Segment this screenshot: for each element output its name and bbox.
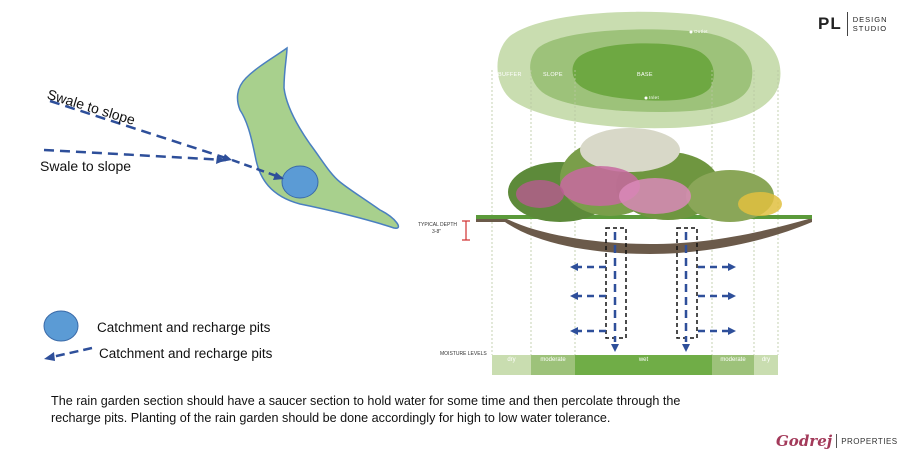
brand-name: PROPERTIES [841, 436, 898, 446]
moisture-dry-left: dry [492, 355, 531, 375]
site-land-shape [236, 46, 400, 229]
swale-arrow-to-pit [231, 158, 283, 180]
zone-label-base: BASE [637, 72, 653, 78]
moisture-wet: wet [575, 355, 712, 375]
swale-label-lower: Swale to slope [40, 158, 132, 174]
rain-garden-diagram [462, 11, 812, 355]
brand-divider [836, 434, 838, 448]
legend-arrow-icon [51, 346, 93, 359]
pit-circle [281, 165, 319, 199]
soil-section [476, 218, 812, 254]
site-sketch [43, 46, 400, 361]
moisture-moderate-left: moderate [531, 355, 575, 375]
logo-mark: PL [818, 14, 842, 33]
lateral-flow-right [698, 265, 728, 333]
outlet-label: Outlet [694, 29, 708, 34]
logo-wordmark: DESIGN STUDIO [852, 15, 888, 33]
base-zone [572, 43, 714, 101]
zone-label-buffer: BUFFER [498, 72, 522, 78]
moisture-dry-right: dry [754, 355, 778, 375]
moisture-moderate-right: moderate [712, 355, 754, 375]
godrej-properties-logo: Godrej PROPERTIES [776, 432, 898, 450]
legend-pit-icon [43, 310, 79, 342]
swale-arrow-lower [43, 148, 227, 162]
legend-pit-label: Catchment and recharge pits [97, 320, 271, 335]
typical-depth-value: 3-8" [432, 229, 442, 235]
typical-depth-label: TYPICAL DEPTH [418, 222, 457, 228]
brand-script: Godrej [776, 432, 833, 450]
legend-arrow-label: Catchment and recharge pits [99, 346, 273, 361]
logo-divider [846, 12, 848, 36]
moisture-levels-label: MOISTURE LEVELS [440, 351, 487, 357]
pl-design-studio-logo: PL DESIGN STUDIO [818, 12, 888, 36]
planting-mass [508, 128, 782, 222]
zone-label-slope: SLOPE [543, 72, 563, 78]
caption: The rain garden section should have a sa… [51, 394, 681, 425]
lateral-flow-left [578, 265, 606, 333]
ground-strip [476, 215, 812, 219]
inlet-label: Inlet [649, 95, 660, 100]
